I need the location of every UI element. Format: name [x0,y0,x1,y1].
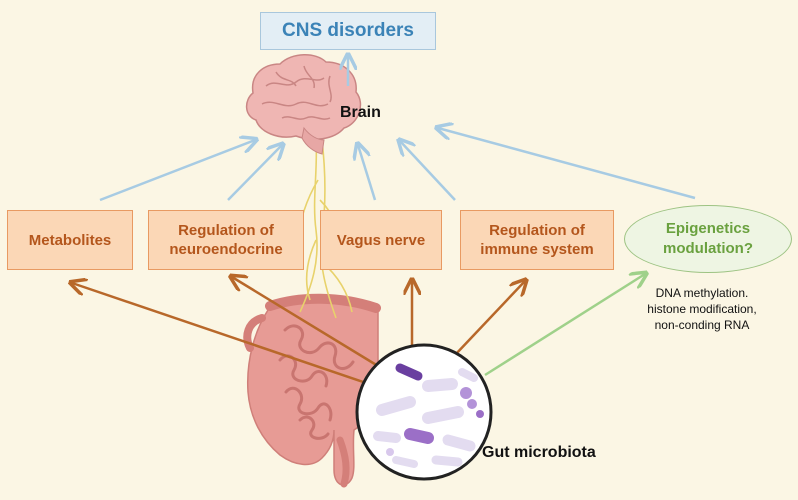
brain-icon [245,54,362,155]
arrow-microbiota-to-neuroendocrine [232,277,379,368]
gut-microbiota-label: Gut microbiota [482,444,596,461]
arrow-microbiota-to-epigenetics [484,274,645,377]
brown-arrows [72,277,525,387]
immune-system-box: Regulation of immune system [460,210,614,270]
arrow-metabolites-to-brain [99,140,255,202]
cns-disorders-box: CNS disorders [260,12,436,50]
epigenetics-note: DNA methylation. histone modification, n… [647,286,757,332]
arrow-neuroendocrine-to-brain [227,145,282,201]
neuroendocrine-box: Regulation of neuroendocrine [148,210,304,270]
blue-arrows [99,56,696,202]
arrow-microbiota-to-immune [454,281,525,356]
metabolites-box: Metabolites [7,210,133,270]
arrow-microbiota-to-metabolites [72,283,373,387]
brain-label: Brain [340,104,381,121]
epigenetics-ellipse: Epigenetics modulation? [624,205,792,273]
bacteria-icon [355,343,493,481]
arrow-immune-to-brain [400,141,456,201]
arrow-vagus-to-brain [358,145,377,201]
vagus-nerve-box: Vagus nerve [320,210,442,270]
arrow-epigenetics-to-brain [438,128,696,200]
